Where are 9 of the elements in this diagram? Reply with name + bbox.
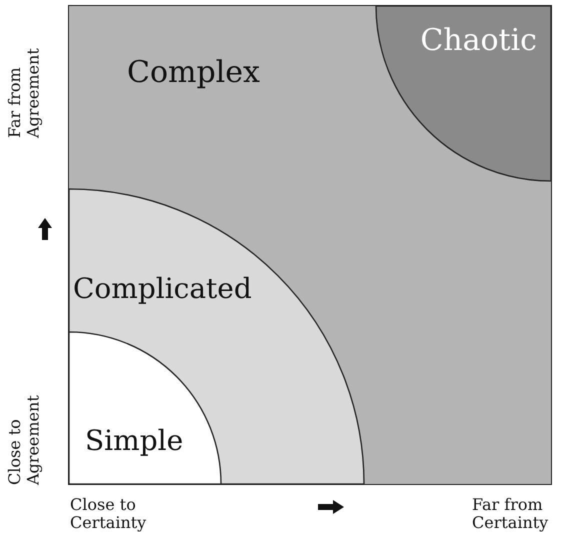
complex-region xyxy=(68,5,552,485)
axis-label: Far from Certainty xyxy=(472,496,550,533)
axis-label: Close to Certainty xyxy=(70,496,148,533)
region-title: Chaotic xyxy=(420,26,537,56)
axis-label: Close to Agreement xyxy=(6,394,43,485)
region-title: Complicated xyxy=(73,275,252,303)
region-title: Simple xyxy=(85,427,184,455)
axis-label: Far from Agreement xyxy=(6,47,43,138)
region-title: Complex xyxy=(127,58,260,88)
